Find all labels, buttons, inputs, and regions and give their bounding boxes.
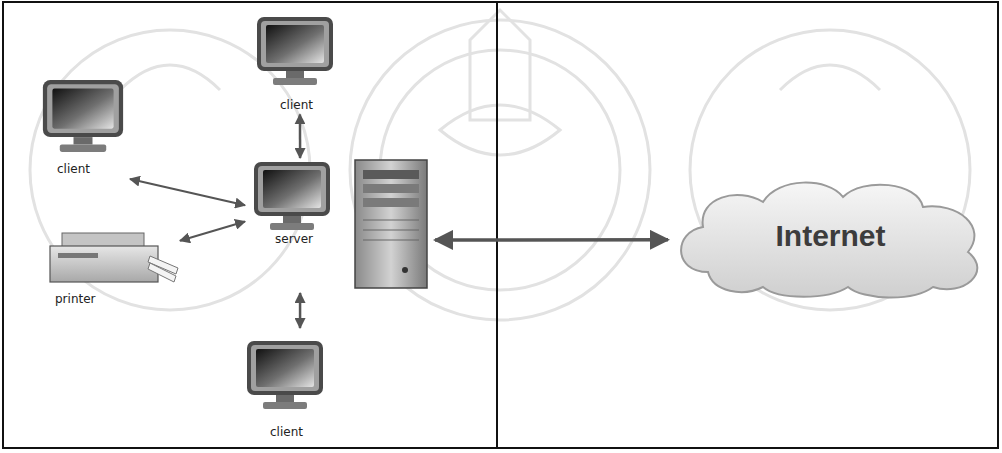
cloud-outline	[681, 183, 977, 298]
printer-icon	[50, 233, 178, 282]
device-label: client	[57, 162, 90, 176]
monitor-icon	[43, 80, 123, 152]
double-arrow	[435, 238, 668, 242]
double-arrow	[130, 179, 245, 205]
client-computer: client	[250, 12, 340, 114]
cloud-label: Internet	[775, 218, 885, 254]
device-label: client	[280, 98, 313, 112]
monitor-icon	[254, 162, 330, 230]
device-label: printer	[55, 292, 96, 306]
divider	[496, 2, 498, 448]
monitor-icon	[247, 341, 323, 409]
client-computer: client	[35, 72, 130, 187]
double-arrow	[299, 293, 302, 328]
client-computer: client	[240, 328, 330, 446]
printer: printer	[45, 228, 180, 313]
device-label: client	[270, 425, 303, 439]
double-arrow	[180, 221, 245, 240]
double-arrow	[299, 114, 302, 158]
server-tower	[355, 160, 427, 288]
server-computer: server	[245, 158, 435, 293]
monitor-icon	[257, 17, 333, 85]
device-label: server	[275, 232, 313, 246]
internet-cloud: Internet	[668, 172, 993, 300]
frame	[3, 2, 998, 448]
